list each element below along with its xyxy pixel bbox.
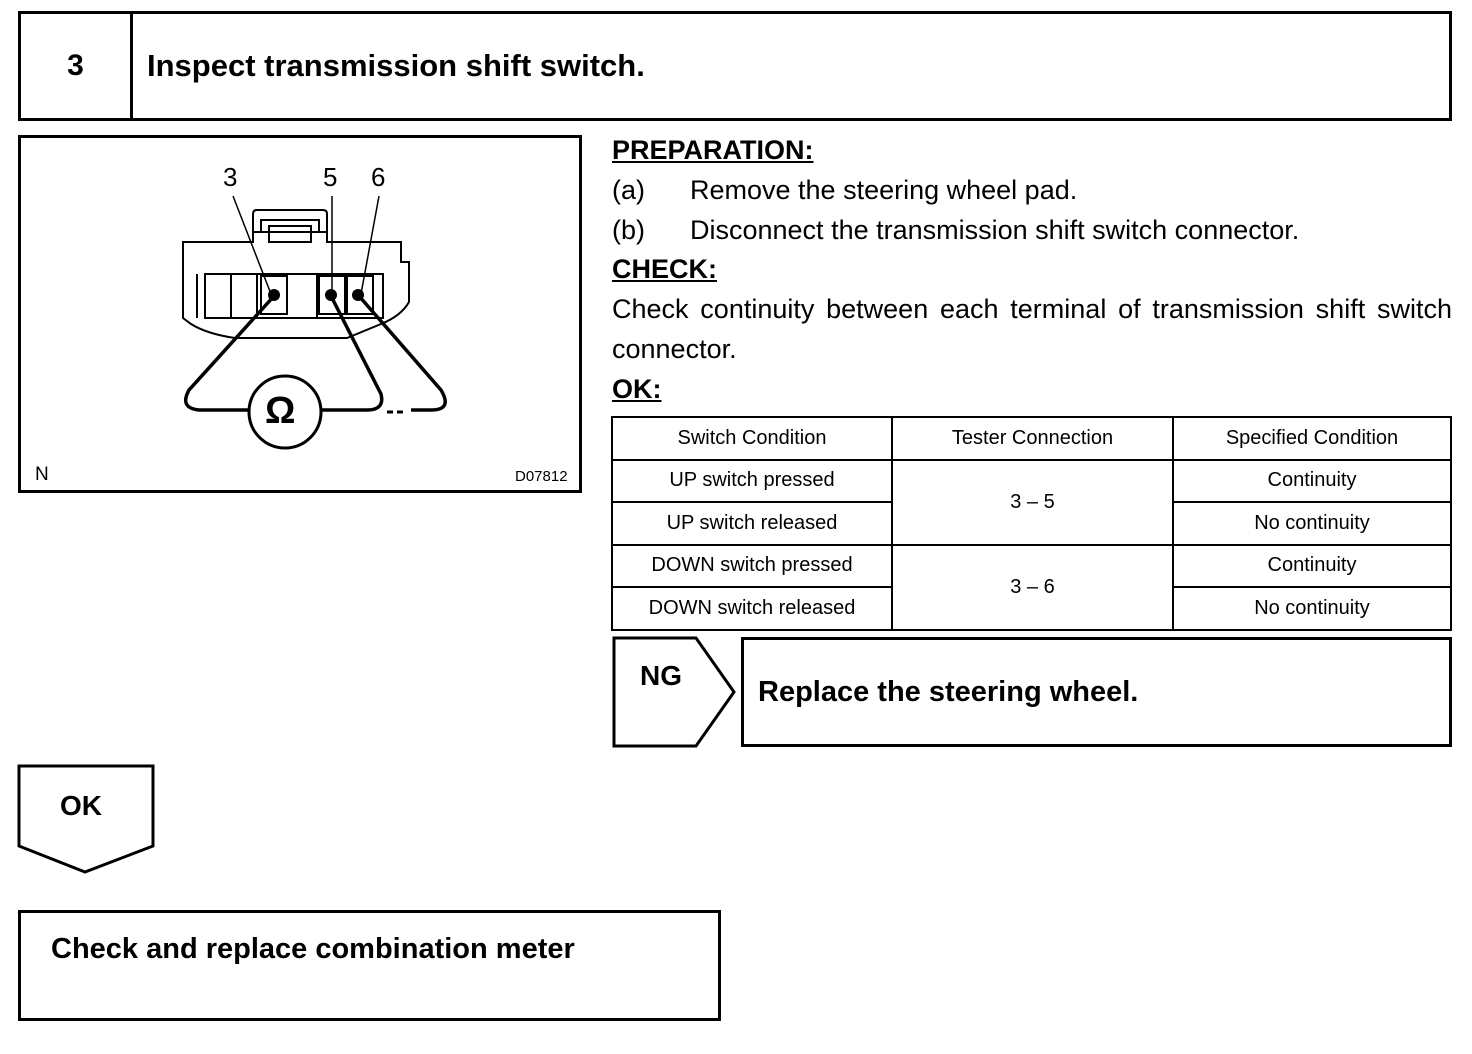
table-row: DOWN switch released No continuity <box>611 586 1452 631</box>
item-letter: (b) <box>612 215 645 245</box>
column-header: Switch Condition <box>611 416 893 461</box>
step-title: Inspect transmission shift switch. <box>147 48 645 83</box>
table-row: DOWN switch pressed 3 – 6 Continuity <box>611 543 1452 631</box>
tester-connection-cell: 3 – 5 <box>891 458 1174 546</box>
terminal-5-dot <box>325 289 337 301</box>
switch-condition-cell: UP switch released <box>611 501 893 546</box>
table-row: UP switch released No continuity <box>611 501 1452 546</box>
check-text: Check continuity between each terminal o… <box>612 294 1452 364</box>
item-letter: (a) <box>612 175 645 205</box>
ohmmeter-icon <box>247 374 323 450</box>
preparation-heading: PREPARATION: <box>612 135 814 165</box>
step-number: 3 <box>21 14 133 118</box>
ok-label: OK <box>60 790 102 821</box>
column-header: Specified Condition <box>1172 416 1452 461</box>
table-header-row: Switch Condition Tester Connection Speci… <box>611 416 1452 461</box>
column-header: Tester Connection <box>891 416 1174 461</box>
connector-diagram: 3 5 6 Ω N D07812 <box>18 135 582 493</box>
preparation-item-a: (a) Remove the steering wheel pad. <box>612 170 1077 210</box>
table-row: UP switch pressed 3 – 5 Continuity <box>611 458 1452 546</box>
switch-condition-cell: DOWN switch pressed <box>611 543 893 588</box>
terminal-3-dot <box>268 289 280 301</box>
ok-action-box: Check and replace combination meter <box>18 910 721 1021</box>
specified-condition-cell: Continuity <box>1172 458 1452 503</box>
ng-action-box: Replace the steering wheel. <box>741 637 1452 747</box>
ng-label: NG <box>640 660 682 691</box>
tester-connection-cell: 3 – 6 <box>891 543 1174 631</box>
specification-table: Switch Condition Tester Connection Speci… <box>611 416 1452 631</box>
switch-condition-cell: DOWN switch released <box>611 586 893 631</box>
check-heading: CHECK: <box>612 254 717 284</box>
terminal-label-3: 3 <box>223 162 238 192</box>
specified-condition-cell: No continuity <box>1172 501 1452 546</box>
preparation-item-b: (b) Disconnect the transmission shift swi… <box>612 210 1299 250</box>
terminal-6-dot <box>352 289 364 301</box>
terminal-label-5: 5 <box>323 162 338 192</box>
figure-code: D07812 <box>515 468 568 485</box>
terminal-label-6: 6 <box>371 162 386 192</box>
ng-arrow-icon <box>612 636 736 748</box>
item-text: Remove the steering wheel pad. <box>690 175 1078 205</box>
step-header: 3 Inspect transmission shift switch. <box>18 11 1452 121</box>
item-text: Disconnect the transmission shift switch… <box>690 215 1300 245</box>
ok-heading: OK: <box>612 374 662 404</box>
ok-arrow-icon <box>17 764 155 874</box>
switch-condition-cell: UP switch pressed <box>611 458 893 503</box>
specified-condition-cell: No continuity <box>1172 586 1452 631</box>
ohm-symbol: Ω <box>265 390 296 432</box>
specified-condition-cell: Continuity <box>1172 543 1452 588</box>
connector-illustration <box>182 195 447 450</box>
diagram-corner-label: N <box>35 464 49 485</box>
